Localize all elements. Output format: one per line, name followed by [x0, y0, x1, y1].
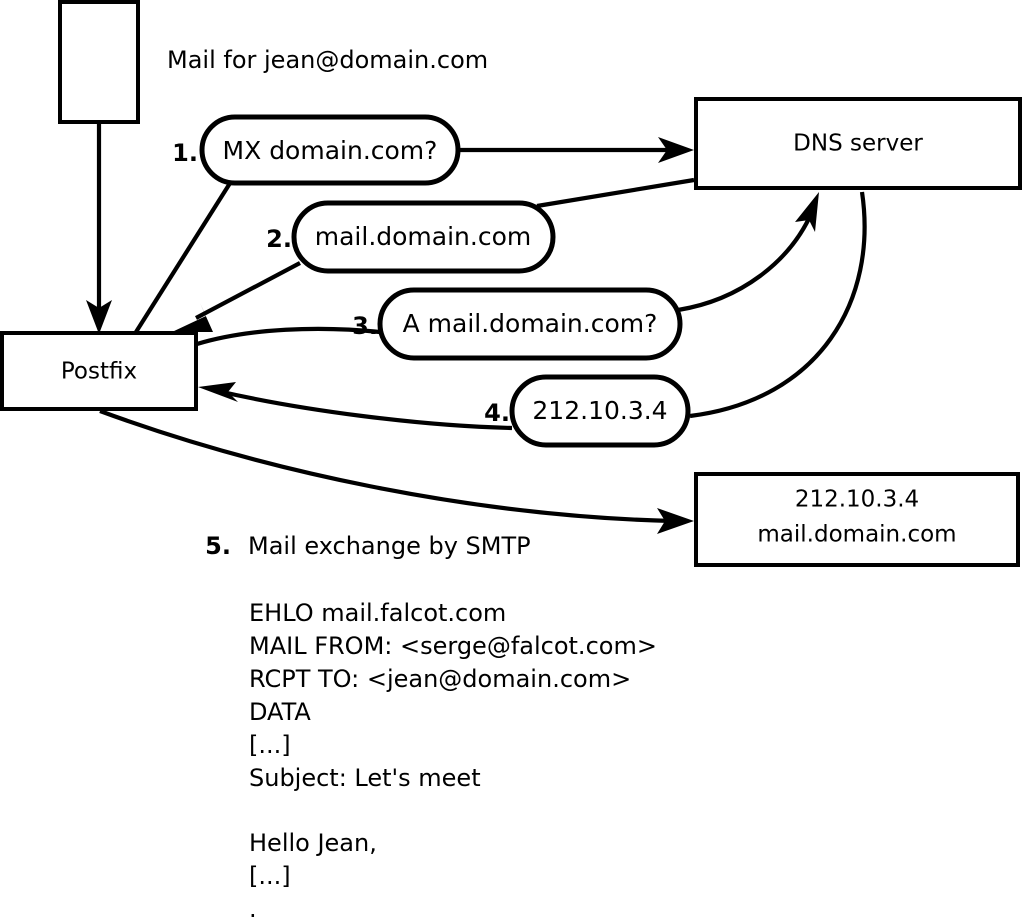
connector-step4-to-postfix: [198, 382, 513, 431]
node-postfix-label: Postfix: [61, 359, 137, 385]
transcript-line-7: Hello Jean,: [249, 829, 377, 857]
connector-step3-to-dns: [677, 192, 819, 313]
transcript-line-2: RCPT TO: <jean@domain.com>: [249, 665, 631, 693]
step-5-label: Mail exchange by SMTP: [248, 532, 531, 560]
step-4-bubble: 212.10.3.4: [509, 374, 691, 448]
node-dns-server: DNS server: [694, 97, 1022, 190]
step-1-bubble: MX domain.com?: [199, 114, 461, 186]
node-client-box: [58, 0, 140, 124]
connector-dns-to-step4: [689, 191, 867, 419]
step-4-number: 4.: [484, 399, 510, 427]
step-4-label: 212.10.3.4: [532, 396, 667, 425]
node-postfix: Postfix: [0, 331, 198, 411]
transcript-line-8: [...]: [249, 862, 291, 890]
step-3-bubble: A mail.domain.com?: [377, 287, 683, 361]
transcript-line-3: DATA: [249, 698, 311, 726]
step-2-number: 2.: [266, 225, 292, 253]
step-5-number: 5.: [205, 532, 231, 560]
mail-for-note: Mail for jean@domain.com: [167, 46, 488, 74]
connector-postfix-to-step1: [134, 178, 234, 334]
transcript-line-1: MAIL FROM: <serge@falcot.com>: [249, 632, 657, 660]
node-mail-server: 212.10.3.4 mail.domain.com: [694, 472, 1020, 567]
step-2-label: mail.domain.com: [315, 222, 531, 251]
node-dns-server-label: DNS server: [793, 131, 923, 157]
connector-step2-to-postfix: [172, 261, 301, 332]
node-mail-server-ip: 212.10.3.4: [795, 487, 919, 513]
connector-step1-to-dns: [456, 137, 694, 163]
transcript-line-10: .: [249, 895, 257, 919]
connector-postfix-to-step3: [196, 326, 381, 347]
connector-dns-to-step2: [536, 177, 695, 209]
connector-client-to-postfix: [86, 124, 112, 334]
transcript-line-0: EHLO mail.falcot.com: [249, 599, 506, 627]
node-mail-server-hostname: mail.domain.com: [757, 522, 956, 548]
step-3-number: 3.: [352, 312, 378, 340]
step-3-label: A mail.domain.com?: [403, 309, 658, 338]
connector-postfix-to-mailserver: [99, 409, 694, 534]
smtp-transcript: EHLO mail.falcot.com MAIL FROM: <serge@f…: [249, 599, 657, 919]
step-2-bubble: mail.domain.com: [291, 200, 556, 274]
step-1-number: 1.: [172, 139, 198, 167]
transcript-line-5: Subject: Let's meet: [249, 764, 481, 792]
transcript-line-4: [...]: [249, 731, 291, 759]
step-1-label: MX domain.com?: [223, 136, 438, 165]
